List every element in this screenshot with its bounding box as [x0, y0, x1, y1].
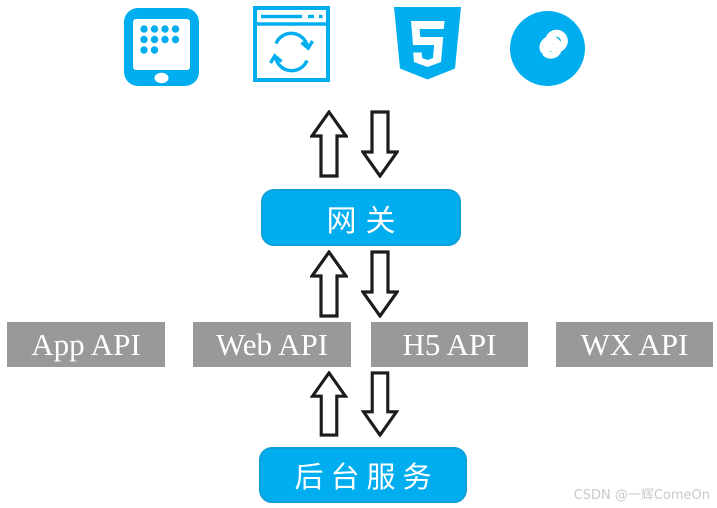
gateway-node: 网关: [261, 189, 461, 246]
up-arrow-icon: [310, 250, 348, 318]
down-arrow-icon: [361, 110, 399, 178]
mobile-app-icon: [123, 7, 200, 87]
down-arrow-icon: [361, 371, 399, 437]
api-box-web: Web API: [193, 322, 351, 367]
gateway-label: 网关: [326, 204, 405, 238]
arrow-pair-clients-gateway: [310, 110, 399, 178]
browser-sync-icon: [253, 6, 330, 82]
api-box-h5-label: H5 API: [402, 326, 497, 362]
api-box-web-label: Web API: [215, 326, 329, 362]
backend-label: 后台服务: [294, 462, 439, 494]
up-arrow-icon: [310, 371, 348, 437]
down-arrow-icon: [361, 250, 399, 318]
api-box-wx: WX API: [556, 322, 713, 367]
watermark-text: CSDN @一辉ComeOn: [573, 488, 710, 503]
html5-icon: [391, 7, 464, 84]
arrow-pair-gateway-apis: [310, 250, 399, 318]
api-box-app-label: App API: [31, 326, 141, 362]
arrow-pair-apis-backend: [310, 371, 399, 437]
up-arrow-icon: [310, 110, 348, 178]
backend-node: 后台服务: [259, 447, 467, 503]
mini-program-icon: [510, 11, 585, 86]
api-box-wx-label: WX API: [580, 326, 689, 362]
api-box-h5: H5 API: [371, 322, 528, 367]
api-box-app: App API: [7, 322, 165, 367]
